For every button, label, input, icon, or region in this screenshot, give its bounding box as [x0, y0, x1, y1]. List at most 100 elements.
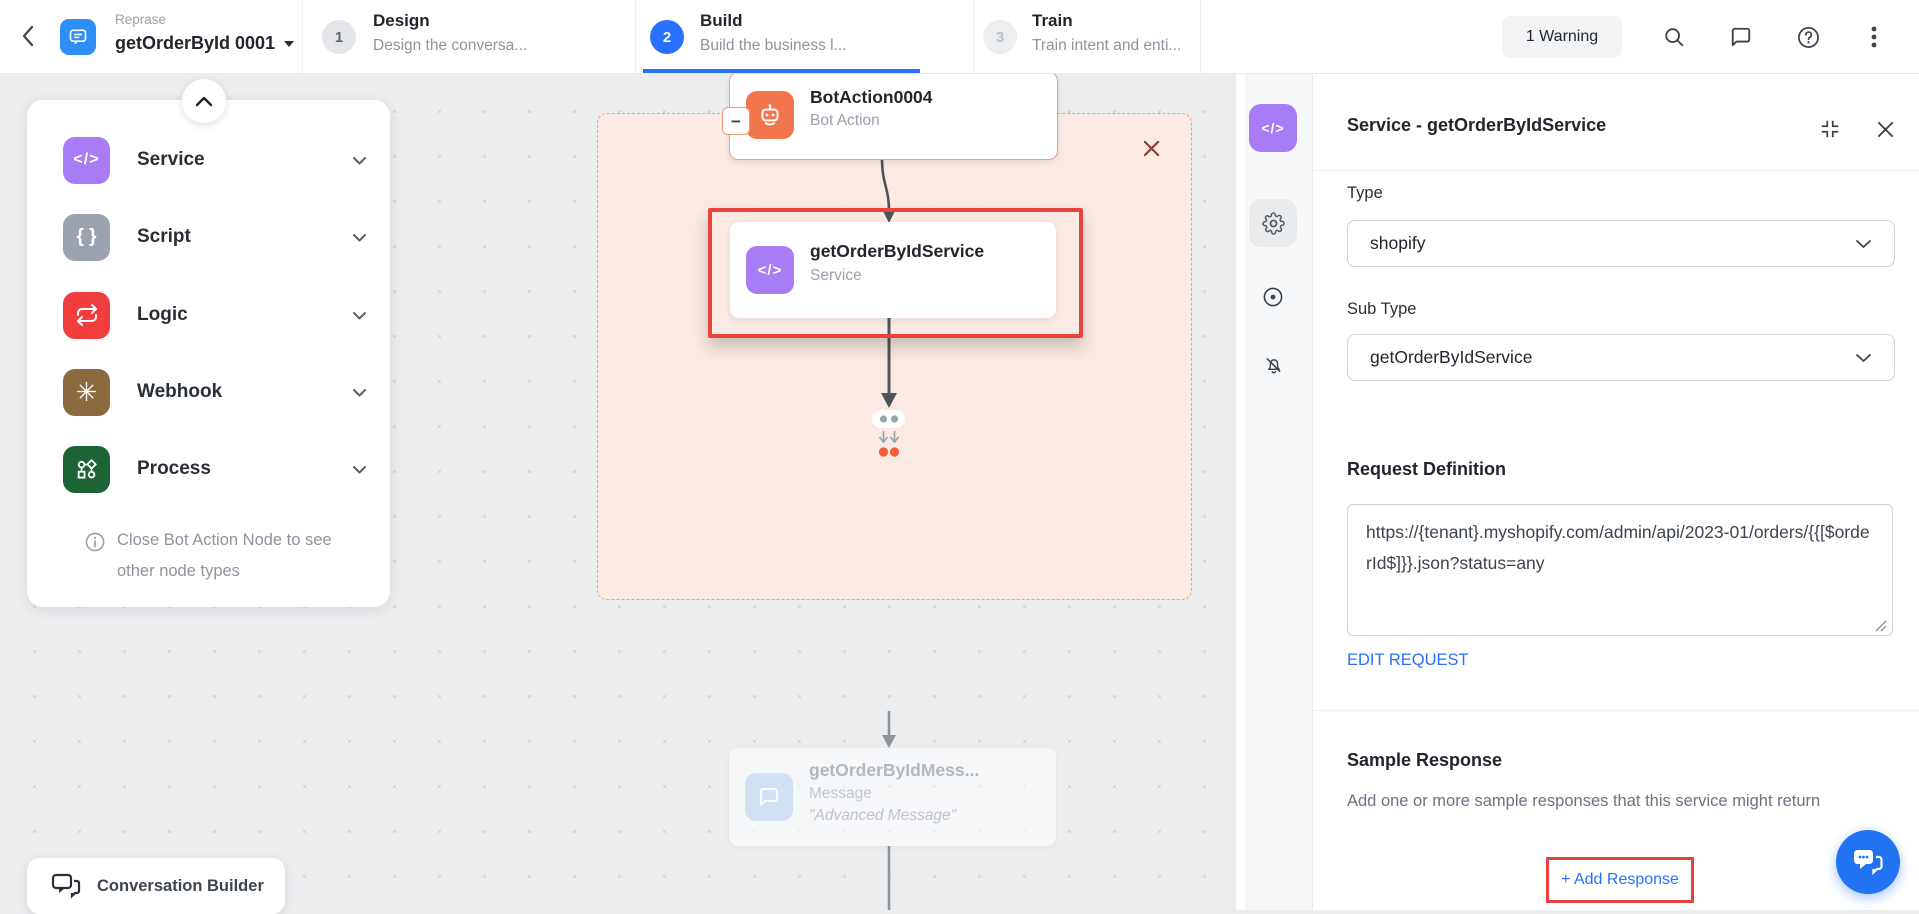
comment-icon	[1730, 26, 1752, 48]
subtype-select[interactable]: getOrderByIdService	[1347, 334, 1895, 381]
logic-icon	[63, 292, 110, 339]
app-name: Reprase	[115, 12, 166, 27]
process-icon	[63, 446, 110, 493]
palette-info-text: Close Bot Action Node to see other node …	[117, 525, 353, 587]
rail-tab-settings[interactable]	[1249, 199, 1297, 247]
chat-fab[interactable]	[1836, 830, 1900, 894]
region-close-button[interactable]	[1139, 136, 1163, 160]
bot-name-menu[interactable]: getOrderById 0001	[115, 33, 295, 54]
tab-design[interactable]: 1 Design Design the conversa...	[302, 0, 635, 73]
builder-badge: Conversation Builder	[27, 858, 285, 914]
chat-logo-icon	[68, 27, 88, 47]
palette-item-process[interactable]: Process	[63, 445, 373, 493]
chevron-left-icon	[21, 25, 35, 47]
chevron-down-icon	[1855, 353, 1872, 363]
request-definition-input[interactable]: https://{tenant}.myshopify.com/admin/api…	[1347, 504, 1893, 636]
step-number: 3	[983, 20, 1017, 54]
feedback-button[interactable]	[1729, 25, 1753, 49]
collapse-node-button[interactable]: −	[722, 107, 750, 135]
chevron-down-icon	[352, 388, 367, 397]
panel-collapse-button[interactable]	[1818, 117, 1842, 141]
close-icon	[1876, 120, 1895, 139]
asterisk-glyph: ✳	[76, 377, 98, 408]
step-number: 2	[650, 20, 684, 54]
chevron-down-icon	[352, 465, 367, 474]
node-bot-action[interactable]: BotAction0004 Bot Action	[729, 72, 1058, 160]
node-palette: </> Service { } Script Logic ✳ Web	[27, 100, 390, 607]
service-icon: </>	[746, 246, 794, 294]
close-icon	[1142, 139, 1161, 158]
code-glyph: </>	[758, 262, 783, 279]
rail-tab-service[interactable]: </>	[1249, 104, 1297, 152]
type-value: shopify	[1370, 233, 1425, 254]
code-glyph: </>	[73, 151, 99, 169]
palette-item-label: Script	[137, 226, 352, 248]
gear-icon	[1262, 212, 1285, 235]
step-desc: Build the business l...	[700, 37, 846, 55]
step-number: 1	[322, 20, 356, 54]
edit-request-link[interactable]: EDIT REQUEST	[1347, 651, 1469, 670]
sample-response-label: Sample Response	[1347, 750, 1502, 771]
search-button[interactable]	[1662, 25, 1686, 49]
flow-nodes-icon	[74, 456, 100, 482]
loop-icon	[75, 303, 99, 327]
panel-divider	[1313, 710, 1919, 711]
help-button[interactable]	[1796, 25, 1820, 49]
search-icon	[1663, 26, 1685, 48]
palette-item-webhook[interactable]: ✳ Webhook	[63, 368, 373, 416]
palette-item-label: Webhook	[137, 381, 352, 403]
palette-item-script[interactable]: { } Script	[63, 213, 373, 261]
request-definition-label: Request Definition	[1347, 459, 1506, 480]
subtype-value: getOrderByIdService	[1370, 347, 1532, 368]
collapse-icon	[1819, 118, 1841, 140]
palette-item-service[interactable]: </> Service	[63, 136, 373, 184]
tab-train[interactable]: 3 Train Train intent and enti...	[973, 0, 1200, 73]
code-glyph: </>	[1261, 120, 1284, 136]
braces-glyph: { }	[76, 226, 96, 248]
node-title: BotAction0004	[810, 87, 933, 108]
palette-collapse-button[interactable]	[182, 79, 226, 123]
step-desc: Design the conversa...	[373, 37, 527, 55]
step-label: Train	[1032, 11, 1073, 31]
message-icon	[745, 773, 793, 821]
palette-item-label: Process	[137, 458, 352, 480]
canvas-scroll-gutter	[1236, 73, 1246, 910]
type-select[interactable]: shopify	[1347, 220, 1895, 267]
panel-title: Service - getOrderByIdService	[1347, 115, 1606, 136]
subtype-label: Sub Type	[1347, 300, 1416, 319]
chevron-down-icon	[1855, 239, 1872, 249]
panel-close-button[interactable]	[1873, 117, 1897, 141]
help-icon	[1797, 26, 1820, 49]
rail-tab-target[interactable]	[1249, 273, 1297, 321]
chevron-up-icon	[195, 96, 213, 107]
node-message[interactable]: getOrderByIdMess... Message "Advanced Me…	[729, 748, 1056, 846]
properties-panel: Service - getOrderByIdService Type shopi…	[1312, 73, 1919, 910]
service-icon: </>	[63, 137, 110, 184]
header-divider	[1200, 0, 1201, 73]
panel-icon-rail: </>	[1246, 73, 1313, 910]
active-tab-underline	[643, 69, 920, 73]
tab-build[interactable]: 2 Build Build the business l...	[635, 0, 973, 73]
warning-button[interactable]: 1 Warning	[1502, 16, 1622, 58]
app-logo	[60, 19, 96, 55]
node-service[interactable]: </> getOrderByIdService Service	[730, 222, 1056, 318]
more-options-button[interactable]	[1862, 25, 1886, 49]
flow-canvas[interactable]: BotAction0004 Bot Action − </> getOrderB…	[0, 73, 1236, 910]
back-button[interactable]	[14, 22, 42, 50]
caret-down-icon	[283, 40, 295, 48]
add-response-button[interactable]: + Add Response	[1561, 871, 1679, 889]
bot-action-region	[597, 113, 1192, 600]
node-detail: "Advanced Message"	[809, 807, 956, 825]
node-subtitle: Bot Action	[810, 112, 880, 130]
chevron-down-icon	[352, 156, 367, 165]
kebab-menu-icon	[1871, 25, 1877, 49]
info-icon	[85, 532, 105, 552]
palette-item-label: Logic	[137, 304, 352, 326]
rail-tab-notifications[interactable]	[1249, 341, 1297, 389]
sample-response-description: Add one or more sample responses that th…	[1347, 788, 1857, 815]
builder-badge-label: Conversation Builder	[97, 877, 264, 896]
script-icon: { }	[63, 214, 110, 261]
top-header: Reprase getOrderById 0001 1 Design Desig…	[0, 0, 1919, 74]
palette-item-logic[interactable]: Logic	[63, 291, 373, 339]
panel-divider	[1313, 170, 1919, 171]
